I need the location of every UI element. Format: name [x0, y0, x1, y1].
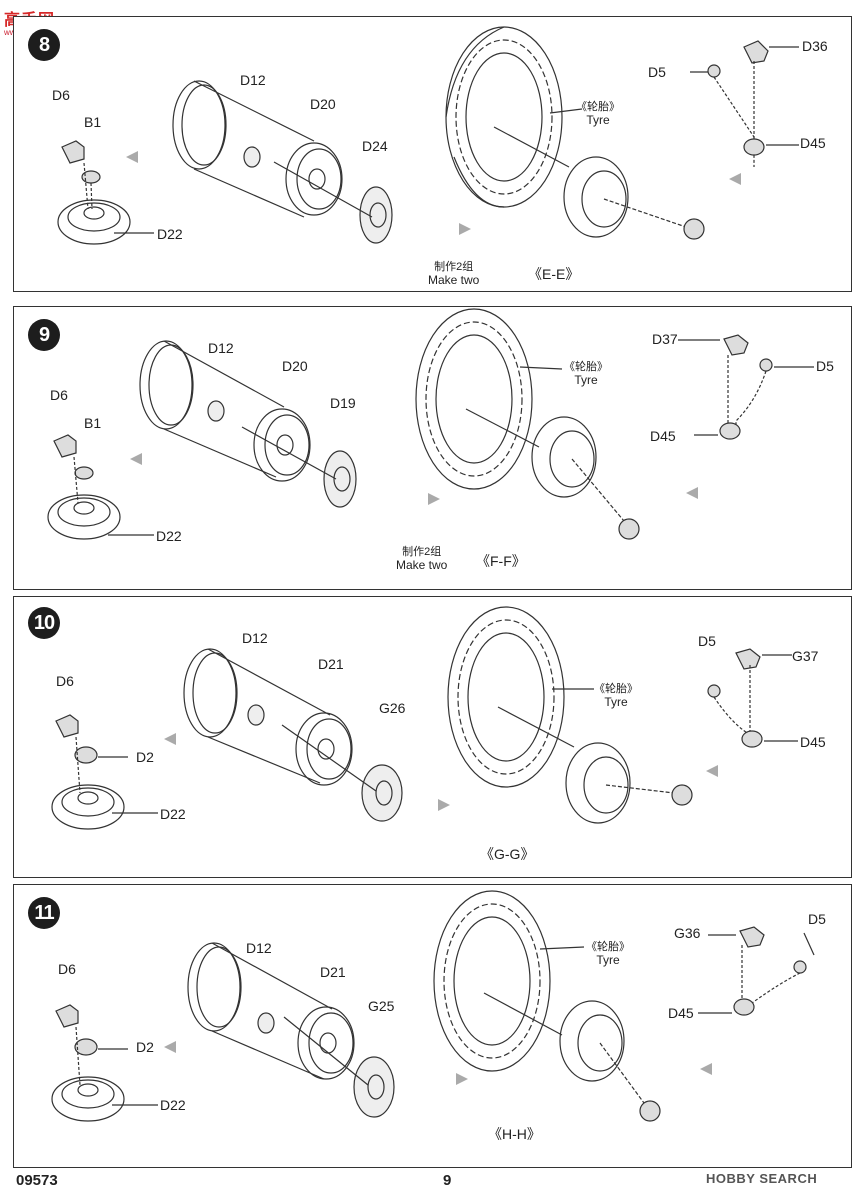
- label-d12: D12: [208, 340, 234, 356]
- label-g37: G37: [792, 648, 819, 664]
- label-d6: D6: [56, 673, 74, 689]
- tyre-label-cn: 《轮胎》: [594, 683, 638, 695]
- label-d45: D45: [668, 1005, 694, 1021]
- label-d19: D19: [330, 395, 356, 411]
- label-d24: D24: [362, 138, 388, 154]
- step-9-drawing: [47, 308, 814, 540]
- kit-number: 09573: [16, 1172, 58, 1189]
- section-label: 《H-H》: [488, 1126, 541, 1142]
- label-b1: B1: [84, 415, 102, 431]
- label-d5: D5: [648, 64, 666, 80]
- step-number: 11: [28, 897, 60, 929]
- label-d37: D37: [652, 331, 678, 347]
- label-d5: D5: [816, 358, 834, 374]
- label-d36: D36: [802, 38, 828, 54]
- label-d45: D45: [800, 135, 826, 151]
- step-10-panel: 10: [13, 596, 852, 878]
- label-d22: D22: [156, 528, 182, 544]
- step-8-drawing: [57, 26, 799, 245]
- step-11-drawing: [51, 890, 815, 1122]
- section-label: 《E-E》: [528, 266, 580, 282]
- label-d12: D12: [240, 72, 266, 88]
- step-9-panel: 9: [13, 306, 852, 590]
- step-11-panel: 11: [13, 884, 852, 1168]
- label-d5: D5: [808, 911, 826, 927]
- tyre-label: 《轮胎》 Tyre: [594, 683, 638, 709]
- label-g36: G36: [674, 925, 701, 941]
- label-d21: D21: [318, 656, 344, 672]
- step-number: 9: [28, 319, 60, 351]
- tyre-label-en: Tyre: [574, 373, 598, 387]
- step-number: 8: [28, 29, 60, 61]
- tyre-label-cn: 《轮胎》: [564, 361, 608, 373]
- page-number: 9: [443, 1172, 452, 1189]
- tyre-label: 《轮胎》 Tyre: [576, 101, 620, 127]
- label-d2: D2: [136, 1039, 154, 1055]
- label-b1: B1: [84, 114, 102, 130]
- label-d22: D22: [160, 1097, 186, 1113]
- tyre-label-cn: 《轮胎》: [586, 941, 630, 953]
- make-two-en: Make two: [396, 558, 448, 572]
- make-two-note: 制作2组 Make two: [428, 261, 479, 287]
- label-d45: D45: [800, 734, 826, 750]
- section-label: 《G-G》: [480, 846, 535, 862]
- make-two-cn: 制作2组: [402, 546, 442, 558]
- label-d6: D6: [52, 87, 70, 103]
- label-d20: D20: [310, 96, 336, 112]
- section-label: 《F-F》: [476, 553, 526, 569]
- label-d6: D6: [58, 961, 76, 977]
- tyre-label-en: Tyre: [596, 953, 620, 967]
- tyre-label: 《轮胎》 Tyre: [586, 941, 630, 967]
- step-number: 10: [28, 607, 60, 639]
- brand-logo: HOBBY SEARCH: [706, 1171, 818, 1186]
- tyre-label-en: Tyre: [586, 113, 610, 127]
- label-d5: D5: [698, 633, 716, 649]
- label-d20: D20: [282, 358, 308, 374]
- tyre-label-en: Tyre: [604, 695, 628, 709]
- make-two-en: Make two: [428, 273, 480, 287]
- label-d12: D12: [246, 940, 272, 956]
- label-d12: D12: [242, 630, 268, 646]
- label-d22: D22: [160, 806, 186, 822]
- label-d6: D6: [50, 387, 68, 403]
- label-d21: D21: [320, 964, 346, 980]
- make-two-note: 制作2组 Make two: [396, 546, 447, 572]
- label-g26: G26: [379, 700, 406, 716]
- tyre-label: 《轮胎》 Tyre: [564, 361, 608, 387]
- label-d22: D22: [157, 226, 183, 242]
- label-d45: D45: [650, 428, 676, 444]
- label-g25: G25: [368, 998, 395, 1014]
- step-8-panel: 8: [13, 16, 852, 292]
- label-d2: D2: [136, 749, 154, 765]
- make-two-cn: 制作2组: [434, 261, 474, 273]
- tyre-label-cn: 《轮胎》: [576, 101, 620, 113]
- step-10-drawing: [51, 606, 798, 830]
